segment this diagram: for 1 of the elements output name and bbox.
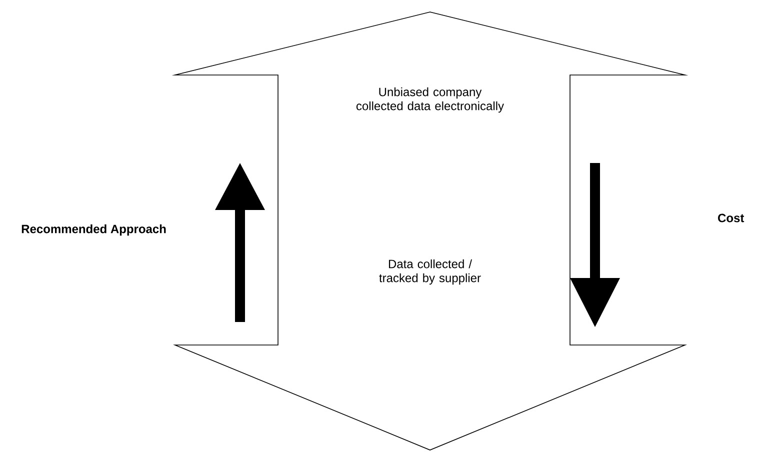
side-label: Cost [718, 214, 744, 222]
